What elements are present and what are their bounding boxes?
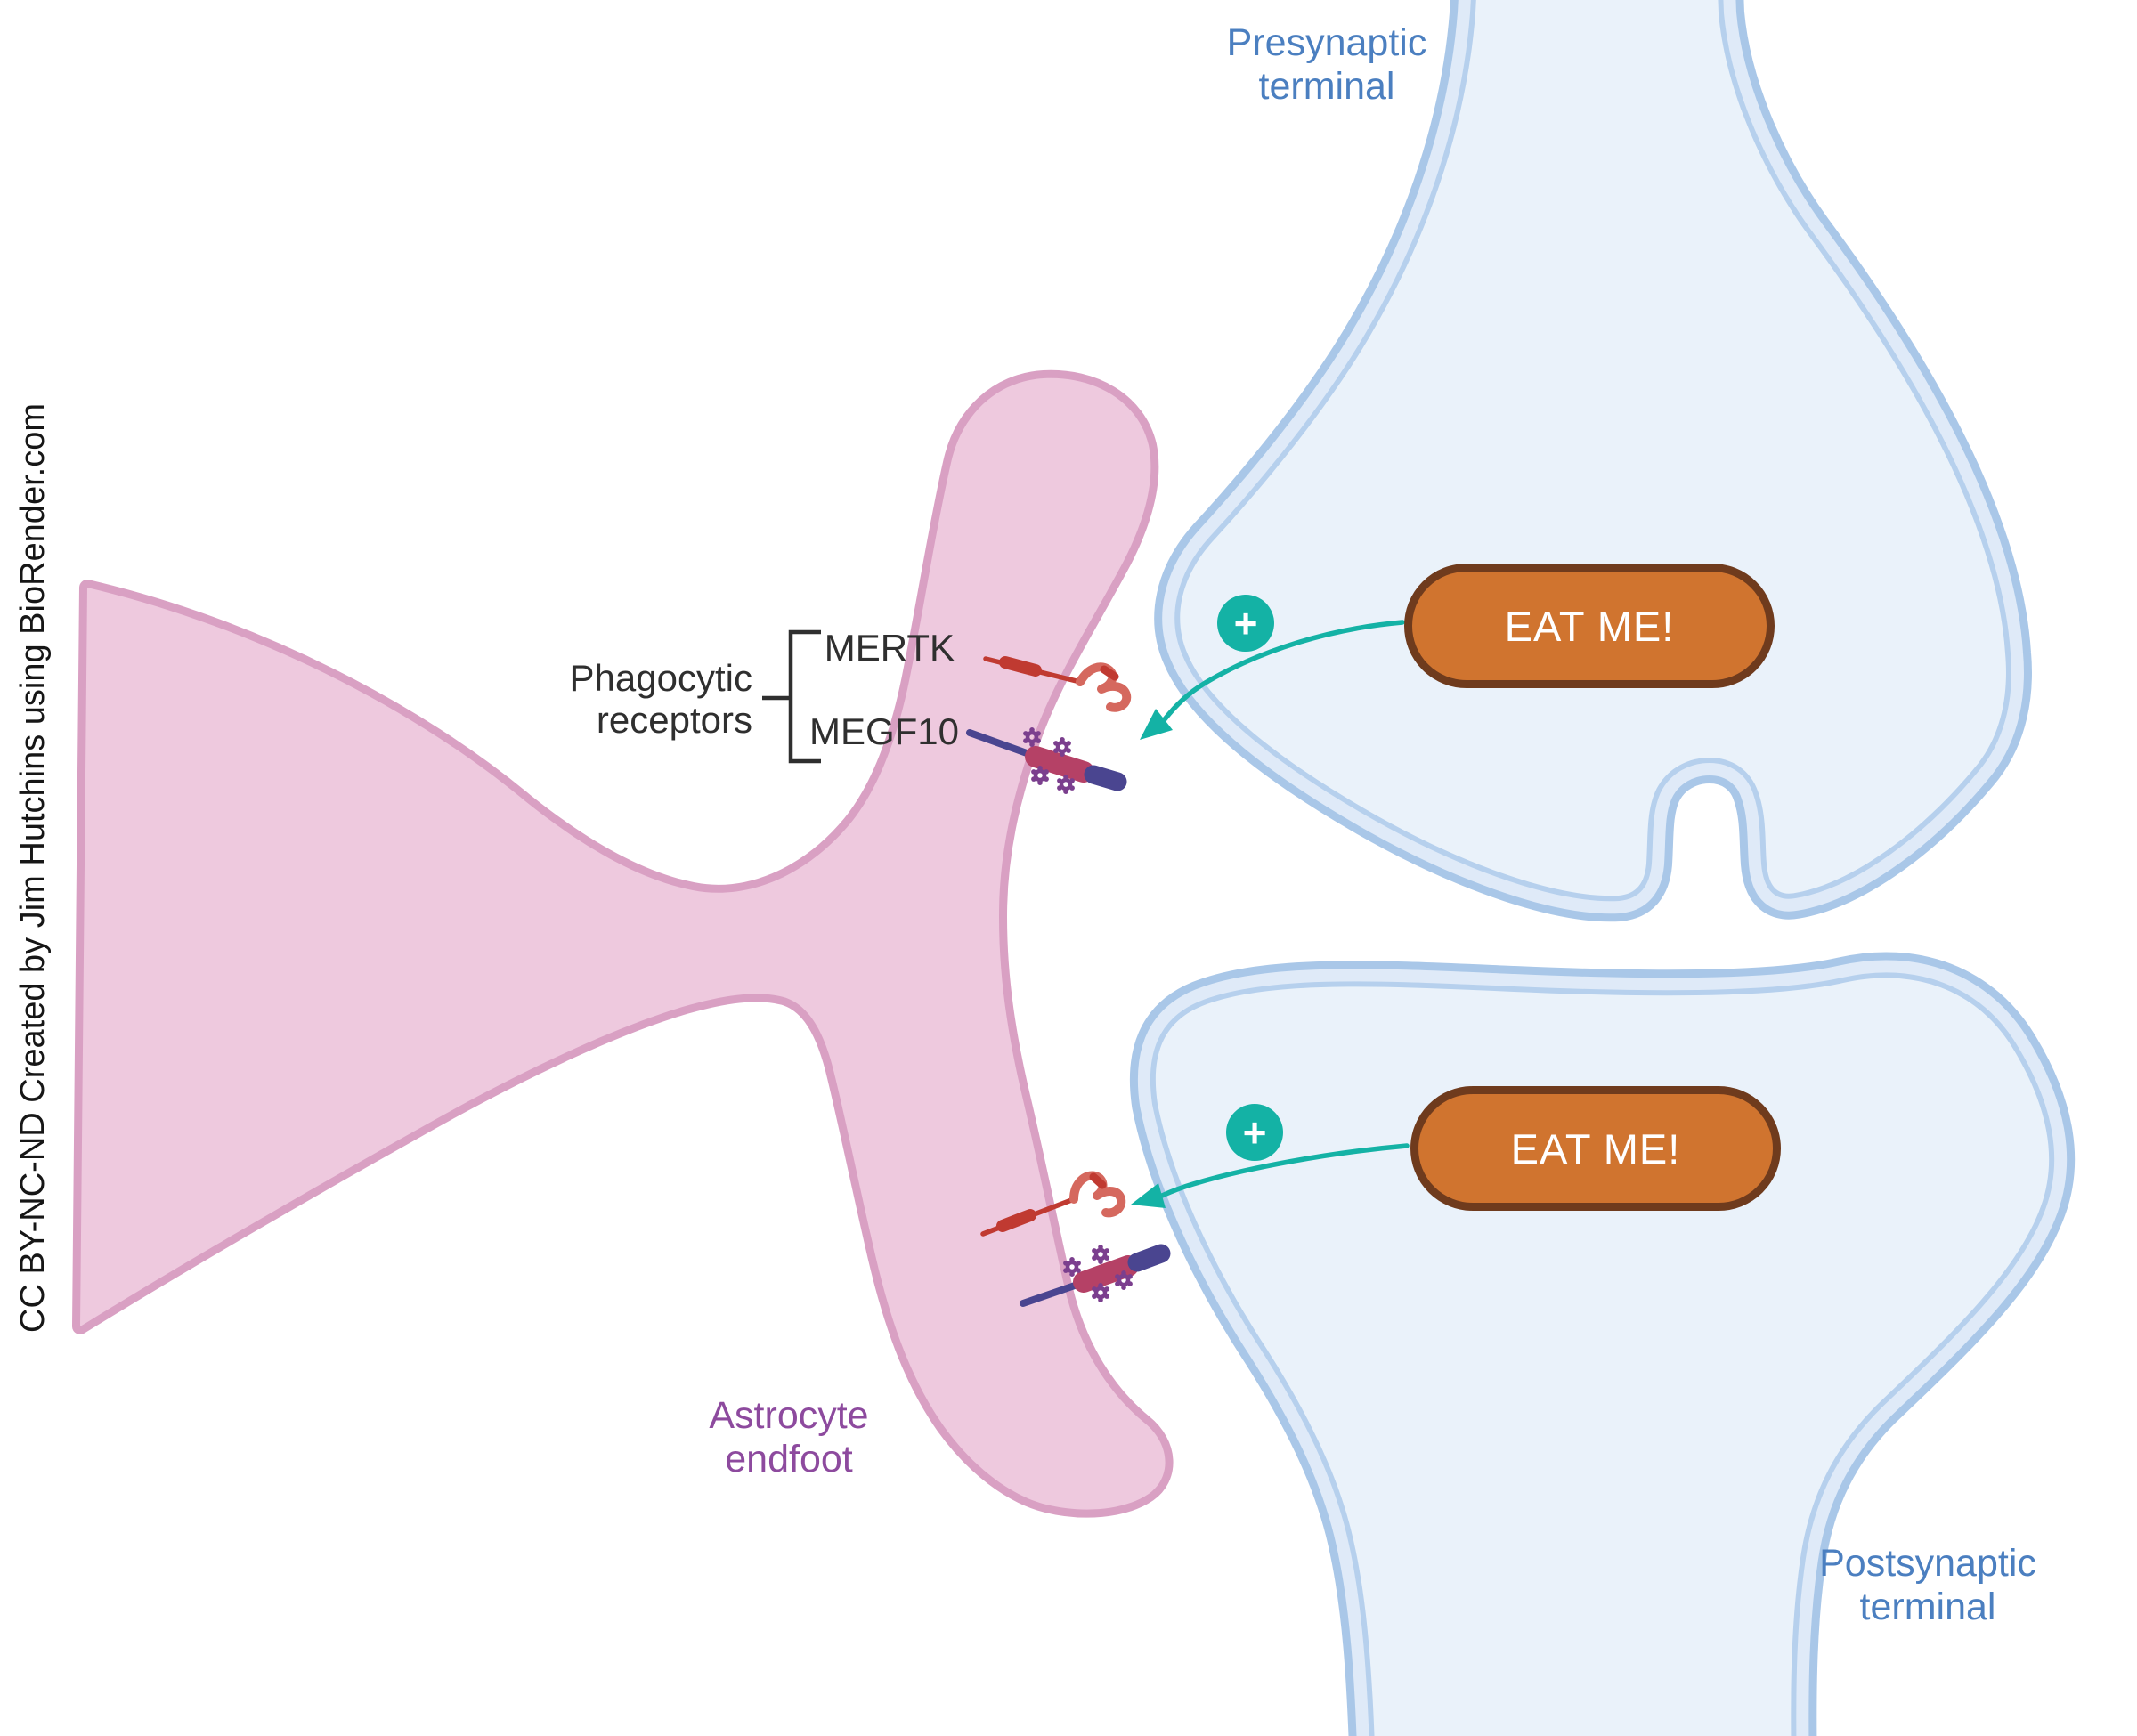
eat-me-badge-top-text: EAT ME! bbox=[1504, 602, 1675, 650]
presynaptic-terminal-shape bbox=[1180, 0, 2006, 896]
eat-me-signal-arrow-top bbox=[1140, 620, 1405, 740]
eat-me-badge-bottom: EAT ME! bbox=[1410, 1086, 1781, 1211]
plus-icon: + bbox=[1217, 595, 1274, 652]
astrocyte-endfoot-shape bbox=[80, 378, 1166, 1510]
mertk-receptor-icon bbox=[983, 656, 1132, 712]
credit-watermark: CC BY-NC-ND Created by Jim Hutchins usin… bbox=[14, 403, 52, 1333]
eat-me-badge-top: EAT ME! bbox=[1404, 564, 1775, 688]
glycan-gear-icon bbox=[1092, 1245, 1109, 1264]
mertk-receptor-icon-bottom bbox=[980, 1171, 1126, 1237]
plus-icon-glyph: + bbox=[1233, 600, 1258, 646]
megf10-receptor-icon-bottom bbox=[1020, 1245, 1171, 1307]
eat-me-badge-bottom-text: EAT ME! bbox=[1510, 1124, 1681, 1172]
plus-icon-glyph: + bbox=[1242, 1109, 1267, 1156]
phagocytic-receptors-bracket bbox=[762, 629, 821, 764]
megf10-receptor-icon bbox=[966, 727, 1127, 794]
eat-me-signal-arrow-bottom bbox=[1131, 1143, 1410, 1208]
arrowhead-icon bbox=[1131, 1183, 1166, 1208]
plus-icon: + bbox=[1226, 1104, 1283, 1161]
arrowhead-icon bbox=[1140, 709, 1173, 740]
